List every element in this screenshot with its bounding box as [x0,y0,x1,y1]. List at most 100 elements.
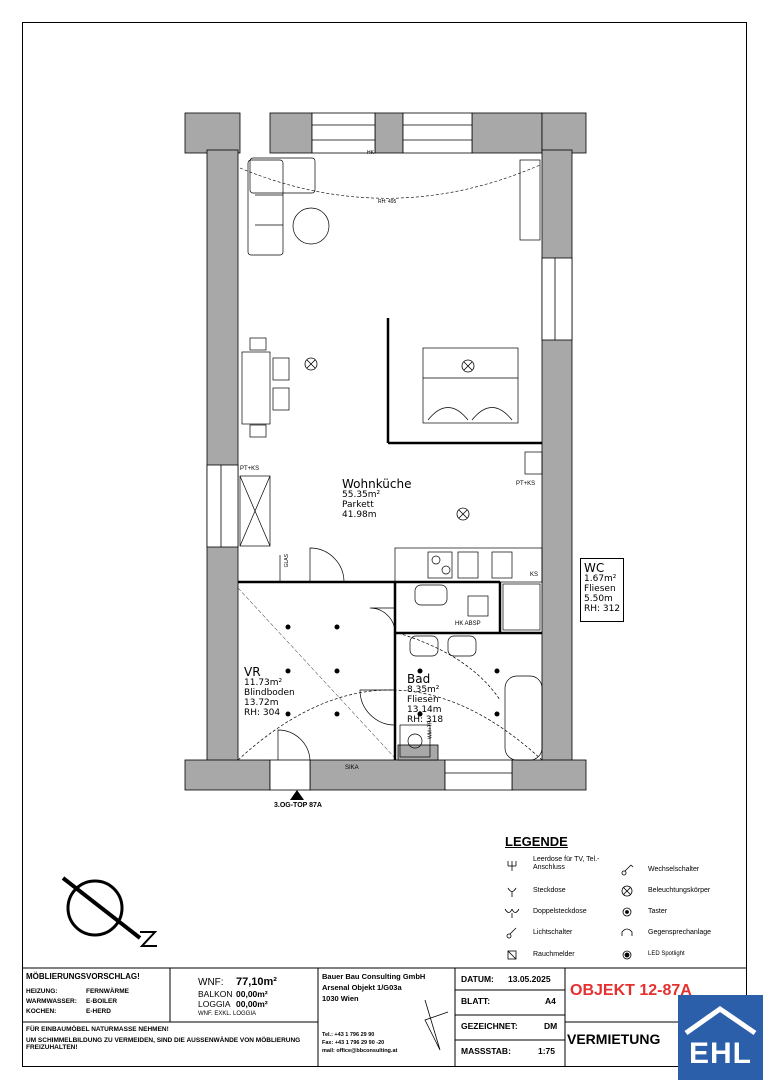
balkon-value: 00,00m² [236,989,268,999]
signature-mark [424,999,449,1051]
room-area: 1.67m² [584,574,617,585]
wall-top-left [184,112,241,154]
room-bad: Bad 8.35m² Fliesen 13.14m RH: 318 [407,672,444,726]
warmwasser-label: WARMWASSER: [26,998,77,1005]
room-wohnkueche: Wohnküche 55.35m² Parkett 41.98m [342,477,412,521]
wnf-note: WNF. EXKL. LOGGIA [198,1011,257,1017]
wnf-label: WNF: [198,977,224,988]
legend-item: Gegensprechanlage [648,929,712,936]
entrance-label: 3.OG-TOP 87A [274,802,322,809]
furniture-living [239,157,541,547]
tv-outlet-icon [507,861,517,871]
room-name: Wohnküche [342,477,412,491]
company-fax: Fax: +43 1 796 29 90 -20 [322,1040,385,1046]
room-area: 55.35m² [342,490,381,501]
vermietung-label: VERMIETUNG [567,1031,661,1047]
wall-bottom-right [511,759,587,791]
moeblierung-title: MÖBLIERUNGSVORSCHLAG! [26,972,140,981]
kochen-value: E-HERD [86,1008,111,1015]
loggia-value: 00,00m² [236,999,268,1009]
wall-bottom-mid [309,759,446,791]
company-mail: mail: office@bbconsulting.at [322,1048,398,1054]
heizung-value: FERNWÄRME [86,988,129,995]
room-area: 11.73m² [244,678,283,689]
project-name: Arsenal Objekt 1/G03a [322,983,402,992]
gezeichnet-label: GEZEICHNET: [461,1021,518,1031]
kitchen [394,451,543,583]
legend-item: Lichtschalter [533,929,573,936]
room-perimeter: 41.98m [342,509,377,520]
wall-left [206,149,239,763]
drawing-frame [22,22,747,1067]
gezeichnet-value: DM [544,1021,558,1031]
smoke-detector-icon [507,950,517,960]
blatt-value: A4 [545,996,556,1006]
wall-top-mid [374,112,404,154]
note-einbaumoebel: FÜR EINBAUMÖBEL NATURMASSE NEHMEN! [26,1026,169,1033]
legend-item: Taster [648,908,668,915]
wm-tr-label: WM+TR [427,720,434,739]
ehl-logo: EHL [678,995,763,1080]
datum-value: 13.05.2025 [508,974,551,984]
wall-bottom-stub [397,744,439,761]
room-perimeter: 13.72m [244,697,279,708]
light-fixture-icons [304,357,475,521]
balkon-label: BALKON [198,989,233,999]
legend-item: Leerdose für TV, Tel.-Anschluss [533,856,600,872]
doors [237,547,543,761]
room-wc: WC 1.67m² Fliesen 5.50m RH: 312 [584,561,621,615]
push-button-icon [622,907,632,917]
intercom-icon [621,928,633,936]
room-floor: Blindboden [244,688,295,699]
windows [206,112,573,791]
room-name: WC [584,561,605,575]
light-switch-icon [506,927,517,939]
datum-label: DATUM: [461,974,494,984]
legend-item: LED Spotlight [648,951,685,957]
wall-top-right [541,112,587,154]
note-schimmel: UM SCHIMMELBILDUNG ZU VERMEIDEN, SIND DI… [26,1037,301,1052]
bath-fixtures [399,583,543,761]
titleblock-lines [22,967,747,1067]
legend-item: Steckdose [533,887,566,894]
room-area: 8.35m² [407,685,440,696]
room-height: RH: 318 [407,714,444,725]
ptks-left-label: PT+KS [240,466,260,472]
legend-item: Beleuchtungskörper [648,887,711,894]
led-spotlight-icons [285,624,500,717]
blatt-label: BLATT: [461,996,491,1006]
entrance-arrow [290,790,304,800]
wall-top-mid-right [471,112,543,154]
loggia-label: LOGGIA [198,999,231,1009]
changeover-switch-icon [621,864,634,876]
room-height: RH: 304 [244,707,281,718]
compass-icon [61,876,158,947]
wnf-value: 77,10m² [236,976,277,988]
room-perimeter: 13.14m [407,704,442,715]
ehl-logo-text: EHL [689,1037,752,1070]
wc-label-box [580,558,624,622]
ks-label: KS [530,572,539,578]
project-city: 1030 Wien [322,994,359,1003]
ptks-right-label: PT+KS [516,481,536,487]
wall-bottom-left [184,759,271,791]
house-roof-icon [684,1005,757,1036]
glas-label: GLAS [283,554,290,568]
hk-absp-label: HK ABSP [455,621,481,627]
massstab-label: MASSSTAB: [461,1046,511,1056]
legend-item: Doppelsteckdose [533,908,587,915]
massstab-value: 1:75 [538,1046,556,1056]
warmwasser-value: E-BOILER [86,998,118,1005]
objekt-number: OBJEKT 12-87A [570,982,692,999]
legend-item: Rauchmelder [533,951,575,958]
double-outlet-icon [504,908,520,918]
heizung-label: HEIZUNG: [26,988,58,995]
legend-item: Wechselschalter [648,866,700,873]
walls [184,112,587,791]
room-height: RH: 312 [584,603,621,614]
led-spotlight-icon [622,950,632,960]
kochen-label: KOCHEN: [26,1008,57,1015]
company-name: Bauer Bau Consulting GmbH [322,972,426,981]
room-name: VR [244,665,261,679]
